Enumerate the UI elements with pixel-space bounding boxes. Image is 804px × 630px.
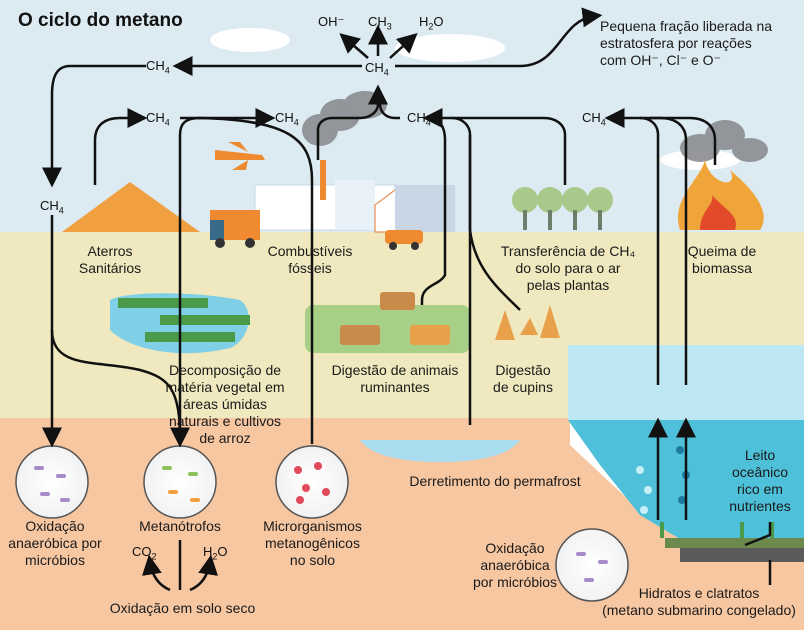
ch4-label-left: CH4	[40, 198, 64, 216]
arrow-leito	[744, 522, 772, 547]
arrow-h2o-bottom	[189, 554, 218, 592]
label-anaerobic-oxidation-ocean: Oxidação anaeróbica por micróbios	[472, 540, 558, 590]
co2-label: CO2	[132, 544, 157, 562]
label-hydrates: Hidratos e clatratos (metano submarino c…	[602, 585, 796, 618]
arrow-pasture	[420, 108, 447, 305]
arrow-h2o	[389, 32, 418, 59]
arrow-biomass	[650, 116, 717, 165]
pasture-icon	[305, 292, 470, 353]
label-termites: Digestão de cupins	[493, 362, 553, 395]
arrow-wetland	[50, 329, 190, 448]
arrow-co2	[142, 554, 171, 592]
arrow-fossil	[316, 84, 388, 160]
ch3-label: CH3	[368, 14, 392, 32]
permafrost-pond	[360, 440, 520, 462]
arrow-left-down	[42, 64, 146, 188]
trees-icon	[512, 187, 613, 230]
label-stratosphere: Pequena fração liberada na estratosfera …	[600, 18, 773, 68]
ch4-label-upper-left: CH4	[146, 58, 170, 76]
truck-icon	[210, 210, 260, 248]
microbe-circle-right	[275, 445, 349, 519]
arrow-landfill	[93, 108, 148, 185]
arrow-row-2	[378, 103, 400, 120]
label-dry-soil-oxidation: Oxidação em solo seco	[109, 600, 256, 616]
diagram-title: O ciclo do metano	[18, 10, 183, 31]
label-landfills: Aterros Sanitários	[78, 243, 142, 276]
arrow-oh	[339, 33, 369, 59]
h2o-label-bottom: H2O	[203, 544, 228, 562]
label-ocean-floor: Leito oceânico rico em nutrientes	[729, 447, 791, 514]
cloud	[210, 28, 740, 170]
car-icon	[385, 230, 423, 250]
microbe-circle-middle	[143, 445, 217, 519]
ch4-label-top: CH4	[365, 60, 389, 78]
label-methanogens: Microrganismos metanogênicos no solo	[263, 518, 362, 568]
ch4-label-row-3: CH4	[407, 110, 431, 128]
label-permafrost: Derretimento do permafrost	[409, 473, 581, 489]
arrow-plants	[430, 116, 567, 185]
ch4-label-row-4: CH4	[582, 110, 606, 128]
hydrate-layer	[680, 548, 804, 562]
label-anaerobic-oxidation-left: Oxidação anaeróbica por micróbios	[8, 518, 102, 568]
seagrass	[660, 522, 774, 538]
arrow-methanogen	[178, 116, 314, 444]
bubbles	[636, 446, 690, 514]
fire-icon	[677, 160, 764, 230]
ch4-label-row-2: CH4	[275, 110, 299, 128]
h2o-label: H2O	[419, 14, 444, 32]
arrow-ocean-2	[659, 116, 688, 385]
arrow-stratosphere	[395, 7, 603, 68]
ch4-label-row-1: CH4	[146, 110, 170, 128]
sea-floor	[665, 538, 804, 548]
label-ruminants: Digestão de animais ruminantes	[331, 362, 459, 395]
airplane-icon	[215, 142, 265, 170]
label-methanotrophs: Metanótrofos	[139, 518, 221, 534]
termite-mound-icon	[495, 305, 560, 340]
label-plant-transfer: Transferência de CH₄ do solo para o ar p…	[500, 243, 636, 293]
oh-label: OH⁻	[318, 14, 345, 29]
microbe-circle-left	[15, 445, 89, 519]
label-fossil-fuels: Combustíveis fósseis	[267, 243, 353, 276]
label-biomass-burning: Queima de biomassa	[687, 243, 757, 276]
microbe-circle-ocean	[555, 528, 629, 602]
label-wetlands: Decomposição de matéria vegetal em áreas…	[165, 362, 285, 446]
landfill-icon	[62, 182, 200, 232]
arrow-ocean-1	[639, 116, 660, 385]
